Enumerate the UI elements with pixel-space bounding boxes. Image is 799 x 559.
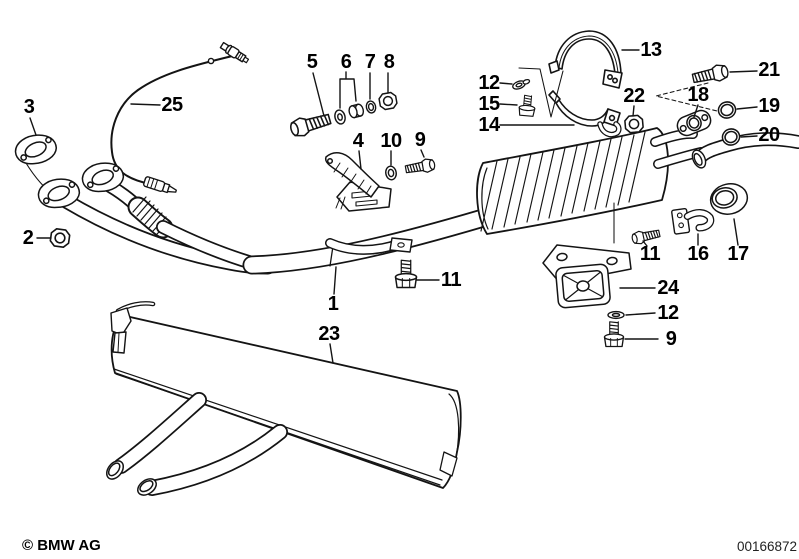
grouping-lines [518,67,564,118]
callout-17: 17 [727,243,749,265]
callout-18: 18 [687,84,709,106]
callout-5: 5 [306,51,318,73]
pipe-flange-drawing [37,178,81,209]
washer-6-drawing [334,109,346,125]
bolt-11-right-drawing [631,229,661,245]
gasket-ring-20-drawing [721,128,741,146]
callout-16: 16 [687,243,709,265]
copyright-text: © BMW AG [22,537,101,554]
callout-25: 25 [161,94,183,116]
callout-10: 10 [380,130,402,152]
callout-21: 21 [758,59,780,81]
callout-3: 3 [23,96,35,118]
washer-12-top-drawing [512,78,531,90]
washer-12-lower-drawing [607,310,625,320]
nut-8-drawing [378,91,398,111]
callout-23: 23 [318,323,340,345]
gasket-ring-19-drawing [717,101,737,119]
callout-12-lower: 12 [657,302,679,324]
flange-18-drawing [676,109,712,137]
bolt-5-drawing [290,113,332,137]
image-number: 00166872 [737,539,798,554]
callout-9-upper: 9 [414,129,426,151]
rear-muffler-drawing [105,301,462,496]
oxygen-sensor-cable-drawing [110,41,250,194]
bushing-6-drawing [348,103,365,119]
assembly-dashed-lines [655,82,718,112]
flange-gasket-3-drawing [14,134,58,165]
callout-9-lower: 9 [665,328,677,350]
callout-11-center: 11 [440,269,462,291]
bolt-21-drawing [691,64,729,84]
callout-14: 14 [478,114,500,136]
clamp-lower-14-drawing [548,90,622,138]
callout-24: 24 [657,277,679,299]
callout-7: 7 [364,51,376,73]
callout-8: 8 [383,51,395,73]
pipe-flange-drawing [81,162,125,193]
rubber-mount-24-drawing [555,263,611,309]
callout-12-top: 12 [478,72,500,94]
bracket-4-drawing [324,152,380,198]
callout-2: 2 [22,227,34,249]
washer-7-drawing [365,100,377,114]
callout-15: 15 [478,93,500,115]
callout-1: 1 [327,293,339,315]
nut-2-drawing [49,228,71,248]
callout-4: 4 [352,130,364,152]
callout-20: 20 [758,124,780,146]
callout-22: 22 [623,85,645,107]
oxygen-sensor-drawing [143,176,177,194]
rubber-ring-17-drawing [709,183,749,215]
bolt-9-upper-drawing [404,158,436,174]
bolt-11-center-drawing [394,259,418,289]
callout-11-right: 11 [639,243,661,265]
callout-6: 6 [340,51,352,73]
bracket-16-drawing [671,207,715,235]
nut-22-drawing [624,114,644,134]
clamp-upper-13-drawing [548,30,623,89]
bolt-9-lower-drawing [603,321,625,348]
callout-13: 13 [640,39,662,61]
washer-10-drawing [385,165,397,181]
bolt-15-drawing [518,94,536,117]
callout-19: 19 [758,95,780,117]
catalytic-converter-drawing [476,127,799,235]
leader-lines [29,49,758,364]
